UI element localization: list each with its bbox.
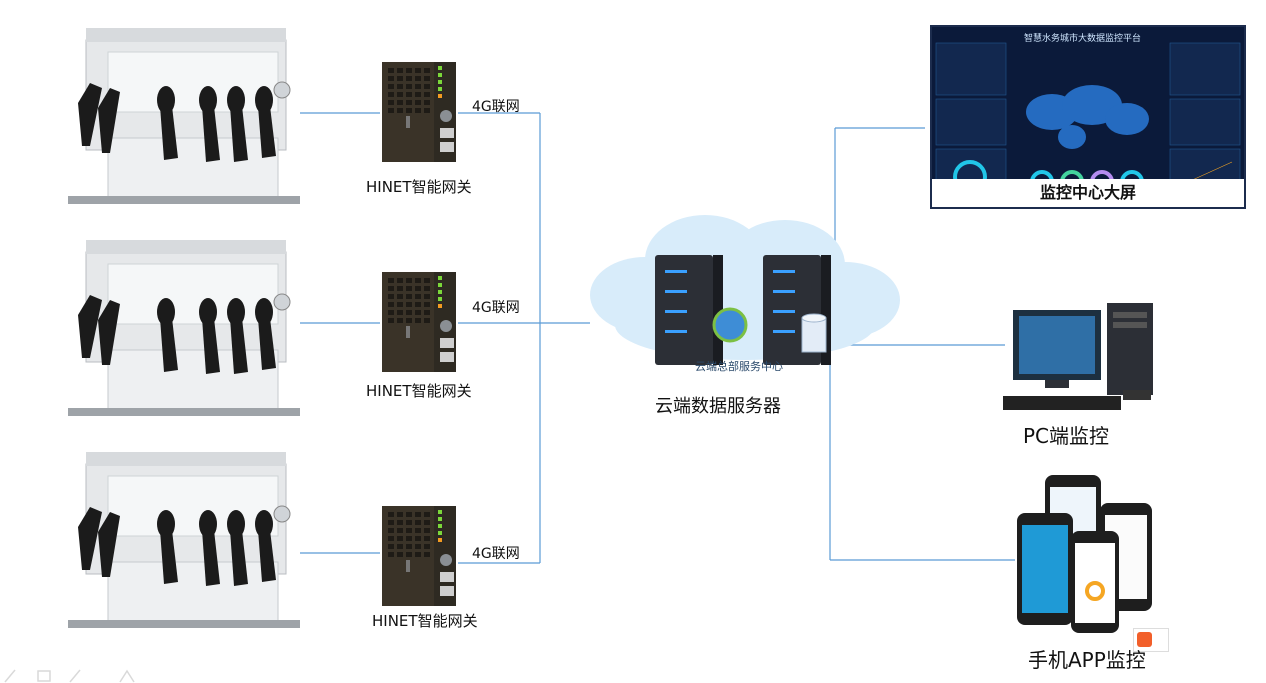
pc-monitor-illustration [995,298,1195,423]
database-icon [801,313,827,353]
cloud-server-label: 云端数据服务器 [655,396,781,417]
screen-title: 智慧水务城市大数据监控平台 [1024,34,1142,44]
link-label-4g: 4G联网 [472,300,520,316]
monitor-center-screen: 智慧水务城市大数据监控平台 监控中心大屏 [930,25,1246,209]
globe-icon [712,307,748,343]
gateway-label: HINET智能网关 [372,612,478,630]
mobile-phones-illustration [1015,473,1170,643]
glove-box-machine [68,240,300,416]
glove-box-machine [68,452,300,628]
pc-label: PC端监控 [1023,424,1110,448]
glove-box-machine [68,28,300,204]
big-screen-label: 监控中心大屏 [932,179,1244,207]
mobile-label: 手机APP监控 [1028,648,1146,672]
toolbar-ghost-icons [4,669,135,683]
server-icon [655,255,723,365]
gateway-device [380,58,460,168]
gateway-device [380,502,460,612]
cloud-server: 云端总部服务中心 [585,200,905,390]
gateway-device [380,268,460,378]
gateway-label: HINET智能网关 [366,382,472,400]
link-label-4g: 4G联网 [472,99,520,115]
cloud-inner-text: 云端总部服务中心 [695,360,783,373]
gateway-label: HINET智能网关 [366,178,472,196]
link-label-4g: 4G联网 [472,546,520,562]
ime-badge [1133,628,1169,652]
